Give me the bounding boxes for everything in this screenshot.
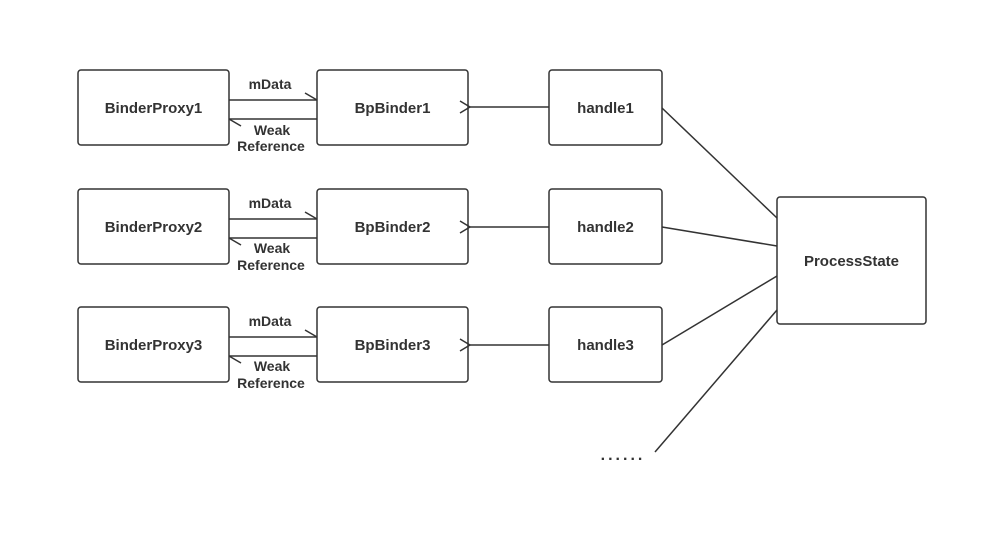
binder-proxy-2-box [77, 188, 230, 265]
mdata-label-2: mData [249, 195, 292, 211]
weak-ref-arrowhead-1 [228, 118, 242, 127]
weak-ref-label-2b: Reference [237, 257, 305, 273]
binder-proxy-3-label: BinderProxy3 [105, 337, 203, 354]
binder-proxy-1-label: BinderProxy1 [105, 100, 203, 117]
more-handles-ellipsis: ...... [601, 447, 646, 464]
handle-1-label: handle1 [577, 100, 634, 117]
weak-ref-arrowhead-3 [228, 355, 242, 364]
row-3: BinderProxy3 BpBinder3 handle3 mData Wea… [77, 306, 663, 391]
process-state-box [776, 196, 927, 325]
handle-3-label: handle3 [577, 337, 634, 354]
row-1: BinderProxy1 BpBinder1 handle1 mData Wea… [77, 69, 663, 154]
weak-ref-label-2a: Weak [254, 240, 291, 256]
mdata-label-1: mData [249, 76, 292, 92]
more-handles-to-process-state [654, 309, 778, 453]
binder-proxy-3-box [77, 306, 230, 383]
mdata-arrowhead-3 [304, 329, 318, 338]
handle-2-label: handle2 [577, 219, 634, 236]
mdata-arrowhead-1 [304, 92, 318, 101]
handle-3-to-process-state [661, 275, 778, 346]
binder-proxy-1-box [77, 69, 230, 146]
binder-proxy-2-label: BinderProxy2 [105, 219, 203, 236]
weak-ref-arrowhead-2 [228, 237, 242, 246]
bp-binder-2-label: BpBinder2 [355, 219, 431, 236]
process-state-label: ProcessState [804, 253, 899, 270]
weak-ref-label-1a: Weak [254, 122, 291, 138]
weak-ref-label-3a: Weak [254, 358, 291, 374]
mdata-label-3: mData [249, 313, 292, 329]
weak-ref-label-1b: Reference [237, 138, 305, 154]
bp-binder-3-label: BpBinder3 [355, 337, 431, 354]
weak-ref-label-3b: Reference [237, 375, 305, 391]
handle-2-to-process-state [661, 226, 778, 247]
row-2: BinderProxy2 BpBinder2 handle2 mData Wea… [77, 188, 663, 273]
handle-1-to-process-state [661, 107, 778, 219]
bp-binder-1-label: BpBinder1 [355, 100, 431, 117]
mdata-arrowhead-2 [304, 211, 318, 220]
